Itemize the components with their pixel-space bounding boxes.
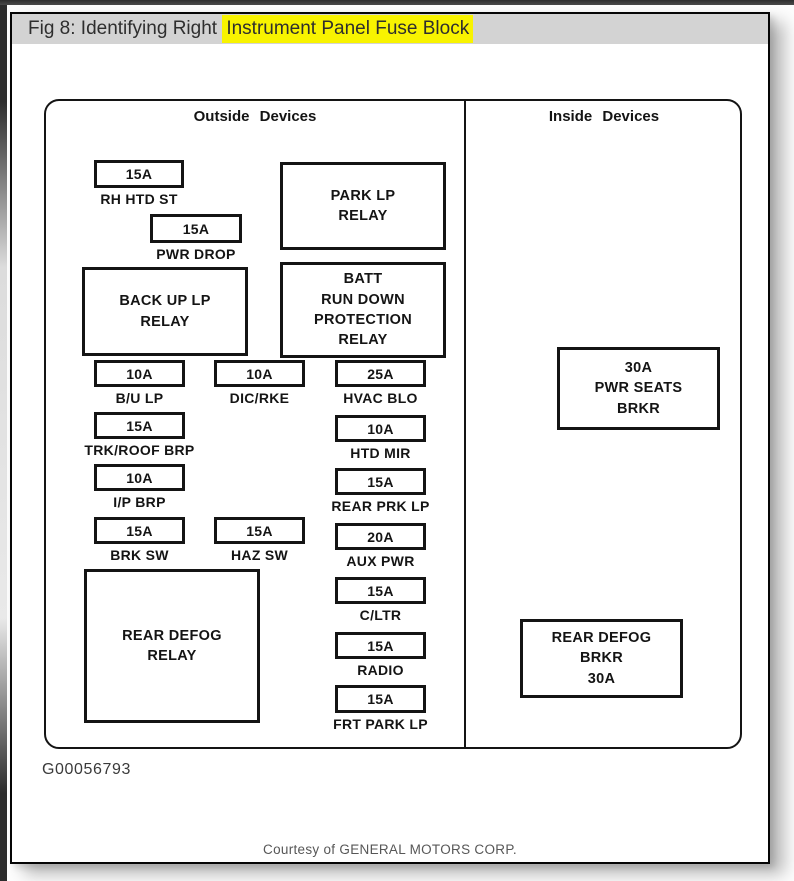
fuse-c-ltr: 15A: [335, 577, 426, 604]
fuse-haz-sw: 15A: [214, 517, 305, 544]
fuse-label-pwr-drop: PWR DROP: [156, 246, 236, 262]
figure-id: G00056793: [42, 761, 132, 778]
fuse-dic-rke: 10A: [214, 360, 305, 387]
fuse-radio: 15A: [335, 632, 426, 659]
fuse-hvac-blo: 25A: [335, 360, 426, 387]
fuse-bu-lp: 10A: [94, 360, 185, 387]
fuse-htd-mir: 10A: [335, 415, 426, 442]
figure-title-bar: Fig 8: Identifying Right Instrument Pane…: [12, 14, 768, 44]
section-divider-line: [464, 101, 466, 747]
relay-park-lp-relay: PARK LP RELAY: [280, 162, 446, 250]
fuse-rear-prk-lp: 15A: [335, 468, 426, 495]
fuse-block-outline: [44, 99, 742, 749]
fuse-label-ip-brp: I/P BRP: [113, 494, 166, 510]
figure-title-highlight: Instrument Panel Fuse Block: [222, 15, 474, 43]
fuse-pwr-drop: 15A: [150, 214, 242, 243]
fuse-label-rh-htd-st: RH HTD ST: [100, 191, 178, 207]
fuse-label-dic-rke: DIC/RKE: [229, 390, 290, 406]
relay-rear-defog-relay: REAR DEFOG RELAY: [84, 569, 260, 723]
relay-batt-run-down-relay: BATT RUN DOWN PROTECTION RELAY: [280, 262, 446, 358]
figure-title-prefix: Fig 8: Identifying Right: [28, 18, 223, 39]
breaker-rear-defog-brkr: REAR DEFOG BRKR 30A: [520, 619, 683, 698]
fuse-label-c-ltr: C/LTR: [359, 607, 402, 623]
fuse-label-brk-sw: BRK SW: [110, 547, 169, 563]
fuse-brk-sw: 15A: [94, 517, 185, 544]
fuse-rh-htd-st: 15A: [94, 160, 184, 188]
fuse-label-frt-park-lp: FRT PARK LP: [333, 716, 428, 732]
fuse-label-hvac-blo: HVAC BLO: [343, 390, 418, 406]
breaker-pwr-seats-brkr: 30A PWR SEATS BRKR: [557, 347, 720, 430]
credit-line: Courtesy of GENERAL MOTORS CORP.: [263, 842, 517, 857]
fuse-label-haz-sw: HAZ SW: [230, 547, 289, 563]
section-label-inside-devices: Inside Devices: [548, 108, 660, 125]
fuse-ip-brp: 10A: [94, 464, 185, 491]
page: Fig 8: Identifying Right Instrument Pane…: [10, 12, 770, 864]
fuse-trk-roof-brp: 15A: [94, 412, 185, 439]
fuse-label-htd-mir: HTD MIR: [350, 445, 411, 461]
fuse-label-trk-roof-brp: TRK/ROOF BRP: [84, 442, 195, 458]
fuse-label-rear-prk-lp: REAR PRK LP: [331, 498, 430, 514]
fuse-frt-park-lp: 15A: [335, 685, 426, 713]
fuse-label-aux-pwr: AUX PWR: [346, 553, 415, 569]
fuse-aux-pwr: 20A: [335, 523, 426, 550]
window-left-edge: [0, 5, 7, 881]
fuse-label-radio: RADIO: [357, 662, 404, 678]
section-label-outside-devices: Outside Devices: [193, 108, 317, 125]
fuse-label-bu-lp: B/U LP: [115, 390, 164, 406]
relay-back-up-lp-relay: BACK UP LP RELAY: [82, 267, 248, 356]
window-top-edge: [0, 0, 794, 5]
